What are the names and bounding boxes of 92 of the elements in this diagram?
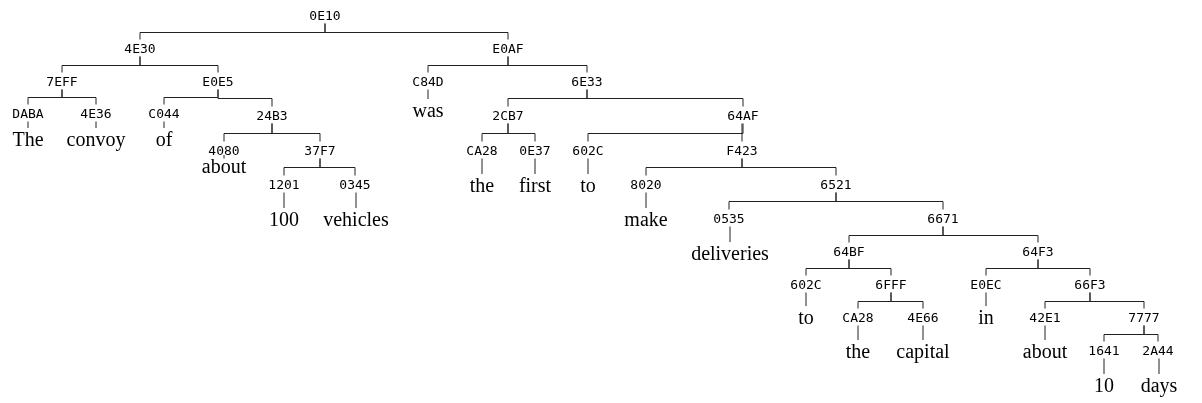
tree-branch-line [1103,358,1105,375]
word-token: in [977,306,995,330]
tree-branch-line [857,325,859,341]
word-token: vehicles [322,208,390,232]
tree-branch-line [217,89,273,107]
tree-branch-line [139,56,219,73]
tree-branch-line [805,292,807,307]
node-code-label: C044 [147,104,181,122]
word-token: was [411,99,445,123]
tree-branch-line [835,192,944,210]
tree-branch-line [27,121,29,129]
node-code-label: 1641 [1087,341,1121,359]
tree-branch-line [95,121,97,129]
tree-branch-line [481,158,483,175]
node-code-label: 0535 [712,209,746,227]
tree-branch-line [507,123,536,142]
tree-branch-line [890,292,924,309]
node-code-label: 0345 [338,175,372,193]
node-code-label: 64AF [726,106,760,124]
tree-branch-line [1143,325,1159,342]
word-token: to [797,306,815,330]
tree-branch-line [1089,292,1145,309]
word-token: to [579,174,597,198]
tree-branch-line [1158,358,1160,375]
node-code-label: E0E5 [201,72,235,90]
tree-branch-line [355,192,357,209]
tree-branch-line [729,226,731,243]
word-token: days [1139,374,1179,398]
node-code-label: 6671 [926,209,960,227]
word-token: 100 [268,208,300,232]
word-token: deliveries [690,242,770,266]
tree-branch-line [1037,259,1091,276]
node-code-label: 4E36 [79,104,113,122]
node-code-label: CA28 [841,308,875,326]
node-code-label: 0E10 [308,6,342,24]
tree-branch-line [942,226,1039,243]
node-code-label: 6521 [819,175,853,193]
node-code-label: DABA [11,104,45,122]
node-code-label: 2CB7 [491,106,525,124]
tree-branch-line [319,158,356,176]
word-token: of [154,128,174,152]
node-code-label: 8020 [629,175,663,193]
node-code-label: 6E33 [570,72,604,90]
node-code-label: 2A44 [1141,341,1175,359]
word-token: first [517,174,553,198]
node-code-label: 6FFF [874,275,908,293]
word-token: convoy [65,128,127,152]
node-code-label: CA28 [465,141,499,159]
node-code-label: 42E1 [1028,308,1062,326]
node-code-label: 66F3 [1073,275,1107,293]
tree-branch-line [985,292,987,307]
node-code-label: 7EFF [45,72,79,90]
tree-branch-line [283,192,285,209]
tree-branch-line [848,259,892,276]
tree-branch-line [223,154,225,159]
node-code-label: E0AF [491,39,525,57]
node-code-label: 4E30 [123,39,157,57]
word-token: The [11,128,45,152]
tree-branch-line [507,56,588,73]
node-code-label: F423 [725,141,759,159]
word-token: make [623,208,669,232]
node-code-label: 24B3 [255,106,289,124]
node-code-label: 1201 [267,175,301,193]
node-code-label: 64F3 [1021,242,1055,260]
word-token: capital [895,340,951,364]
tree-branch-line [922,325,924,341]
node-code-label: C84D [411,72,445,90]
tree-branch-line [61,89,97,105]
tree-branch-line [587,123,744,142]
tree-branch-line [645,192,647,209]
word-token: the [468,174,496,198]
node-code-label: 64BF [832,242,866,260]
node-code-label: 602C [789,275,823,293]
node-code-label: 4E66 [906,308,940,326]
tree-branch-line [741,158,837,176]
word-token: about [1021,340,1069,364]
tree-branch-line [271,123,321,142]
tree-branch-line [427,89,429,100]
tree-branch-line [586,89,744,107]
word-token: 10 [1093,374,1115,398]
node-code-label: E0EC [969,275,1003,293]
word-token: the [844,340,872,364]
tree-branch-line [1044,325,1046,341]
tree-branch-line [163,121,165,129]
tree-branch-line [587,158,589,175]
node-code-label: 602C [571,141,605,159]
tree-branch-line [534,158,536,175]
node-code-label: 37F7 [303,141,337,159]
node-code-label: 7777 [1127,308,1161,326]
tree-branch-line [741,123,743,142]
tree-branch-line [324,23,509,40]
node-code-label: 0E37 [518,141,552,159]
